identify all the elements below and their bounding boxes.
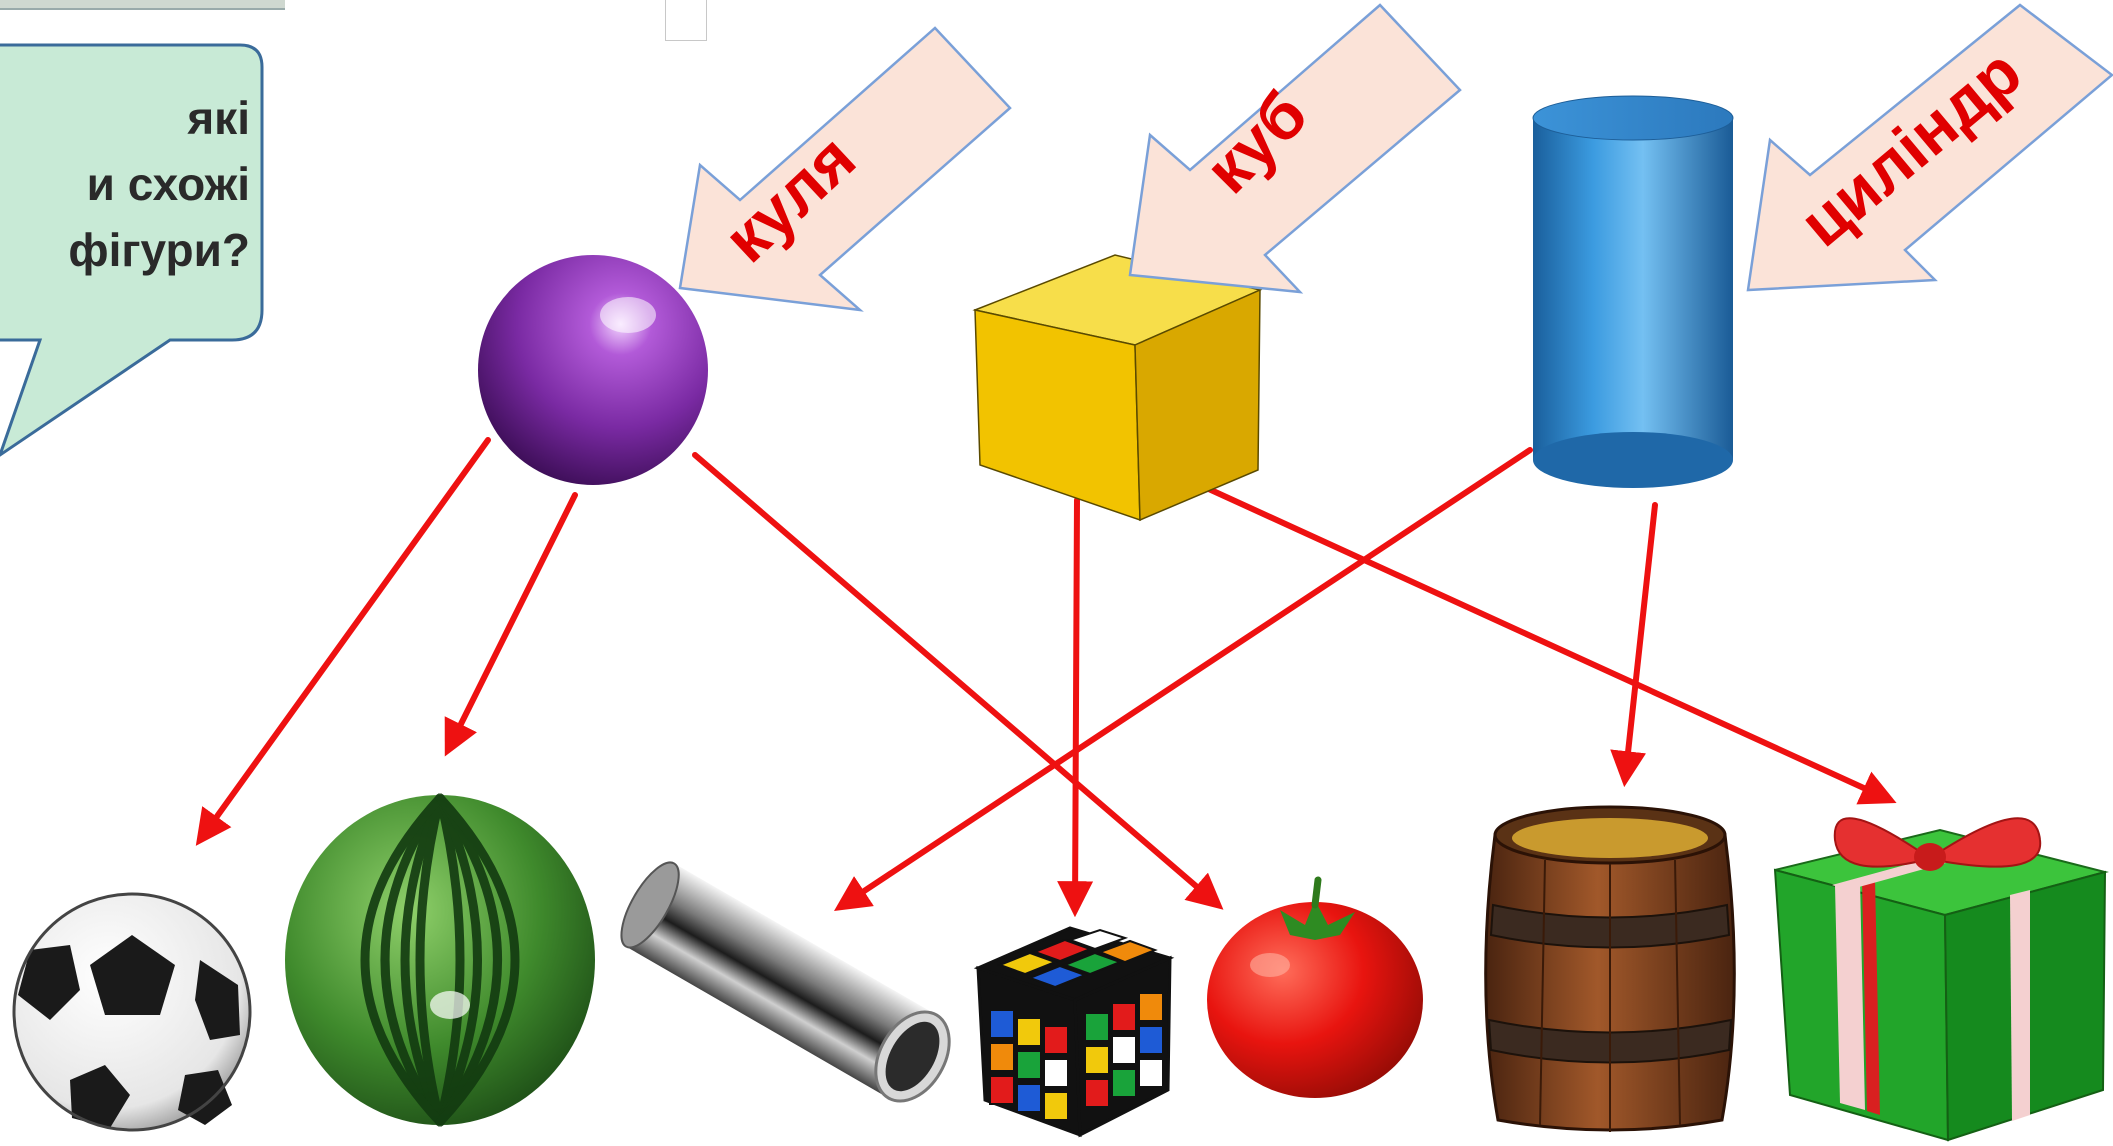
connector-arrows: [195, 437, 1897, 918]
arrow-sphere-to-soccer-ball: [195, 437, 491, 846]
tomato-image: [1207, 876, 1423, 1098]
top-tab: [0, 0, 285, 10]
cube-shape: [972, 254, 1263, 522]
rubiks-cube-image: [973, 926, 1175, 1138]
gift-box-image: [1773, 817, 2109, 1142]
watermelon-image: [285, 793, 595, 1127]
sphere-shape: [478, 255, 708, 485]
metal-pipe-image: [620, 861, 951, 1103]
sphere-highlight: [600, 297, 656, 333]
question-line-3: фігури?: [68, 224, 250, 276]
question-line-1: які: [187, 92, 250, 144]
arrow-cube-to-gift-box: [1197, 482, 1897, 805]
cylinder-shape: [1532, 95, 1734, 488]
speech-bubble: [0, 43, 264, 457]
arrow-cylinder-to-metal-pipe: [833, 447, 1533, 911]
callout-cylinder: циліндр: [1746, 3, 2113, 292]
arrow-sphere-to-watermelon: [444, 492, 578, 757]
arrow-sphere-to-tomato: [692, 452, 1224, 910]
question-line-2: и схожі: [86, 158, 250, 210]
wooden-barrel-image: [1484, 805, 1736, 1132]
soccer-ball-image: [12, 892, 252, 1132]
arrow-cube-to-rubiks-cube: [1057, 497, 1094, 918]
arrow-cylinder-to-barrel: [1610, 502, 1658, 788]
question-text: які и схожі фігури?: [0, 85, 250, 283]
callout-cube: куб: [1128, 3, 1462, 294]
callout-sphere: куля: [678, 26, 1012, 312]
page-marker: [665, 0, 707, 41]
